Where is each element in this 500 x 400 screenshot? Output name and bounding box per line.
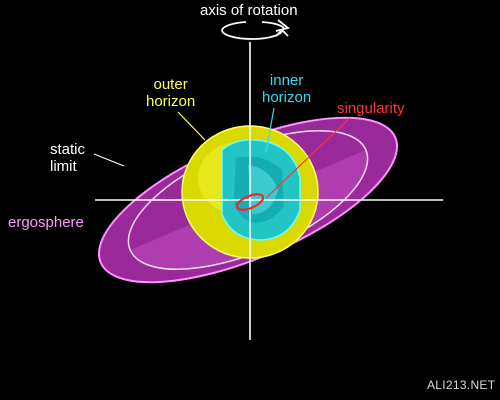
- inner-horizon-label: inner horizon: [262, 72, 312, 106]
- singularity-label: singularity: [337, 100, 405, 117]
- axis-of-rotation-label: axis of rotation: [200, 2, 298, 19]
- ergosphere-label: ergosphere: [8, 214, 84, 231]
- rotation-arrow-icon: [221, 19, 290, 40]
- singularity-pointer: [265, 117, 351, 199]
- inner-horizon-pointer: [265, 107, 275, 153]
- inner-horizon-sphere: [221, 139, 301, 241]
- watermark: ALI213.NET: [427, 378, 496, 392]
- static-limit-pointer: [93, 153, 125, 167]
- outer-horizon-label: outer horizon: [146, 76, 196, 110]
- static-limit-label: static limit: [50, 141, 86, 175]
- singularity-ring: [235, 193, 265, 211]
- outer-horizon-pointer: [177, 111, 206, 141]
